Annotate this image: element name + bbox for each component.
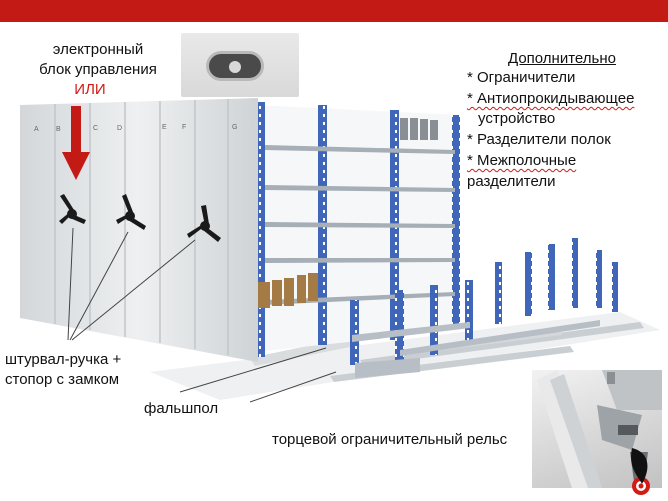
- option-between-shelf-text: * Межполочные: [467, 152, 577, 169]
- cabinet-letter-d: D: [117, 125, 123, 132]
- cabinet-letter-e: E: [162, 124, 167, 131]
- end-rail-label: торцевой ограничительный рельс: [272, 431, 508, 448]
- open-rack: [255, 102, 460, 357]
- control-panel-icon: [206, 51, 264, 81]
- handwheel-label-line1: штурвал-ручка +: [5, 351, 122, 368]
- header-bar: [0, 0, 668, 22]
- cabinet-letter-f: F: [182, 124, 187, 131]
- open-carriages: [350, 238, 618, 378]
- down-arrow-icon: [62, 106, 90, 180]
- additional-title: Дополнительно: [508, 50, 616, 67]
- option-anti-tip-text: * Антиопрокидывающее: [467, 90, 635, 107]
- option-between-shelf-line1: * Межполочные: [467, 151, 576, 170]
- cabinet-letter-a: A: [34, 126, 39, 133]
- option-anti-tip-line2: устройство: [478, 110, 556, 127]
- control-unit-label-line2: блок управления: [39, 61, 157, 78]
- electronic-control-unit-image: [181, 33, 299, 97]
- option-anti-tip-line1: * Антиопрокидывающее: [467, 89, 634, 108]
- or-label: ИЛИ: [74, 81, 106, 98]
- handwheels: [59, 194, 221, 242]
- control-unit-label-line1: электронный: [52, 41, 144, 58]
- cabinet-letter-g: G: [232, 124, 238, 131]
- option-between-shelf-line2: разделители: [467, 173, 556, 190]
- cabinet-letter-b: B: [56, 126, 61, 133]
- option-shelf-dividers: * Разделители полок: [467, 131, 611, 148]
- end-rail-photo: [532, 370, 662, 488]
- handwheel-label-line2: стопор с замком: [5, 371, 120, 388]
- cabinet-letter-c: C: [93, 125, 99, 132]
- false-floor-label: фальшпол: [144, 400, 219, 417]
- indicator-light: [229, 61, 241, 73]
- option-limiters: * Ограничители: [467, 69, 576, 86]
- feather-logo-icon: [631, 448, 650, 495]
- closed-cabinets: [20, 98, 258, 362]
